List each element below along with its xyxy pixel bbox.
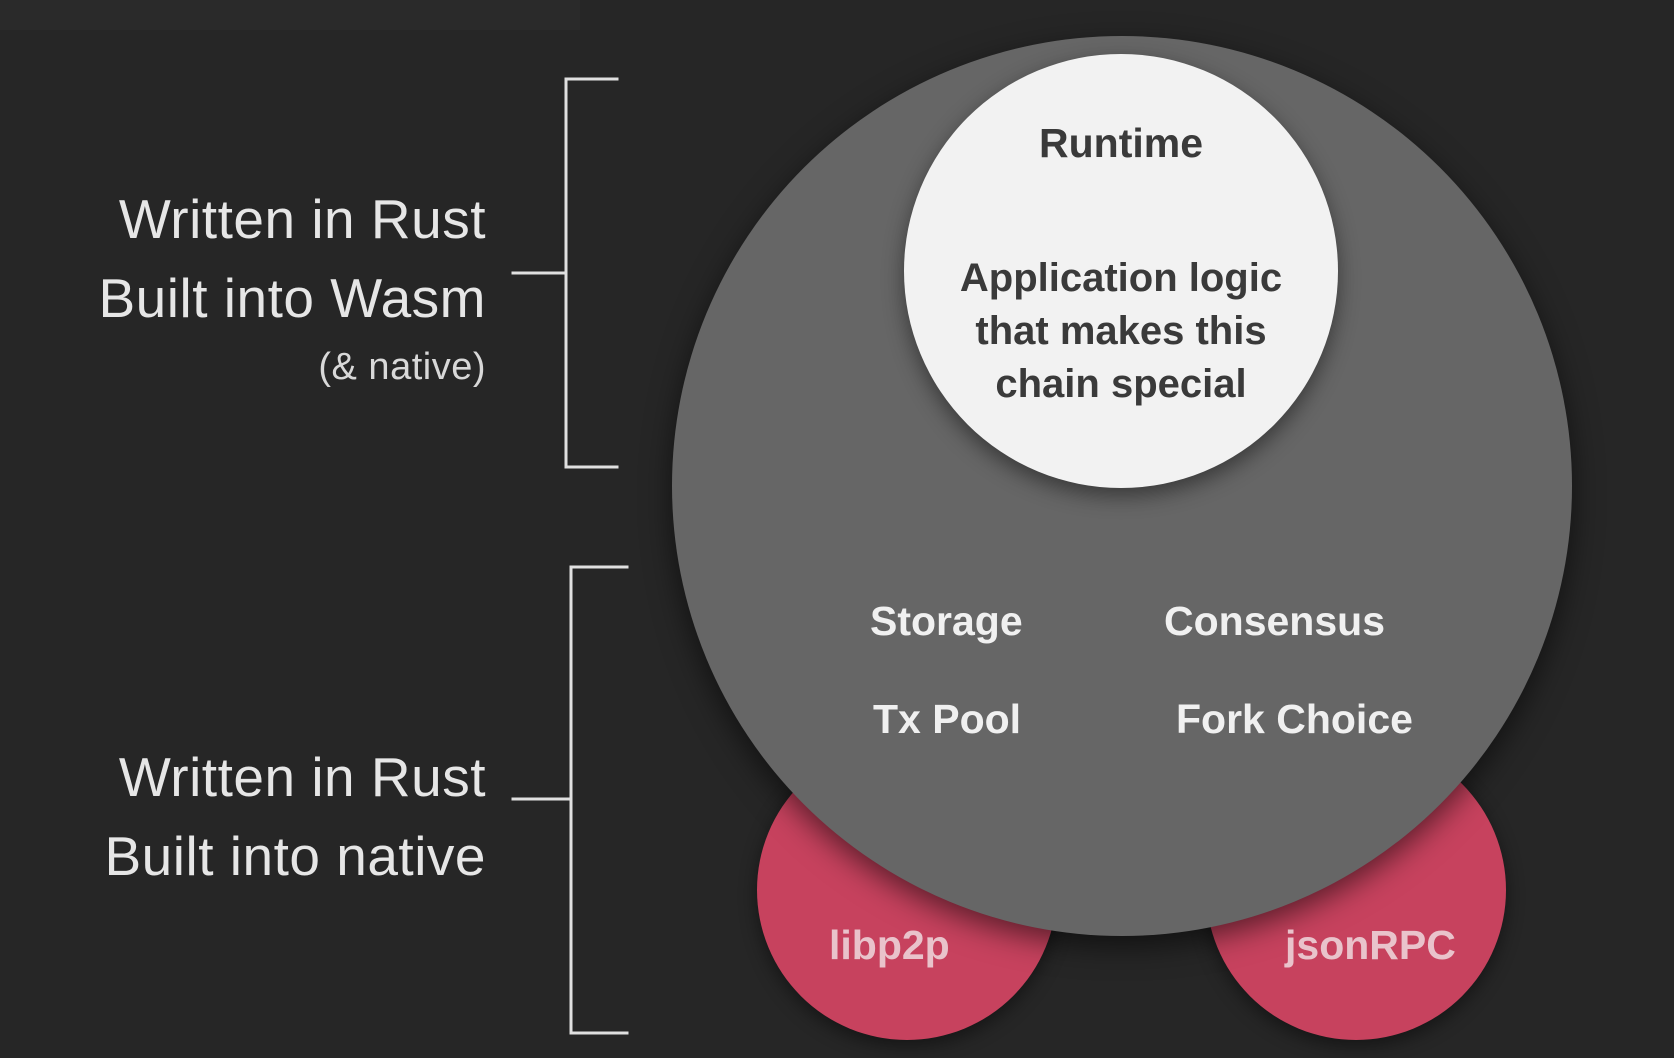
annotation-native-line1: Written in Rust bbox=[118, 746, 486, 808]
annotation-native: Written in Rust Built into native bbox=[105, 738, 487, 896]
top-band bbox=[0, 0, 580, 30]
runtime-description: Application logic that makes this chain … bbox=[959, 256, 1283, 406]
runtime-circle bbox=[904, 54, 1338, 488]
annotation-wasm: Written in Rust Built into Wasm (& nativ… bbox=[98, 180, 486, 392]
core-item-tx-pool: Tx Pool bbox=[873, 696, 1022, 742]
annotation-native-line2: Built into native bbox=[104, 825, 486, 887]
bracket-top bbox=[564, 77, 619, 469]
libp2p-label: libp2p bbox=[829, 922, 950, 968]
core-item-fork-choice: Fork Choice bbox=[1176, 696, 1413, 742]
annotation-wasm-line1: Written in Rust bbox=[118, 188, 486, 250]
bracket-bottom bbox=[569, 565, 629, 1035]
jsonrpc-label: jsonRPC bbox=[1285, 922, 1456, 968]
runtime-title: Runtime bbox=[1039, 120, 1203, 166]
core-item-consensus: Consensus bbox=[1164, 598, 1385, 644]
annotation-wasm-note: (& native) bbox=[318, 346, 486, 388]
annotation-wasm-line2: Built into Wasm bbox=[98, 267, 486, 329]
core-item-storage: Storage bbox=[870, 598, 1023, 644]
